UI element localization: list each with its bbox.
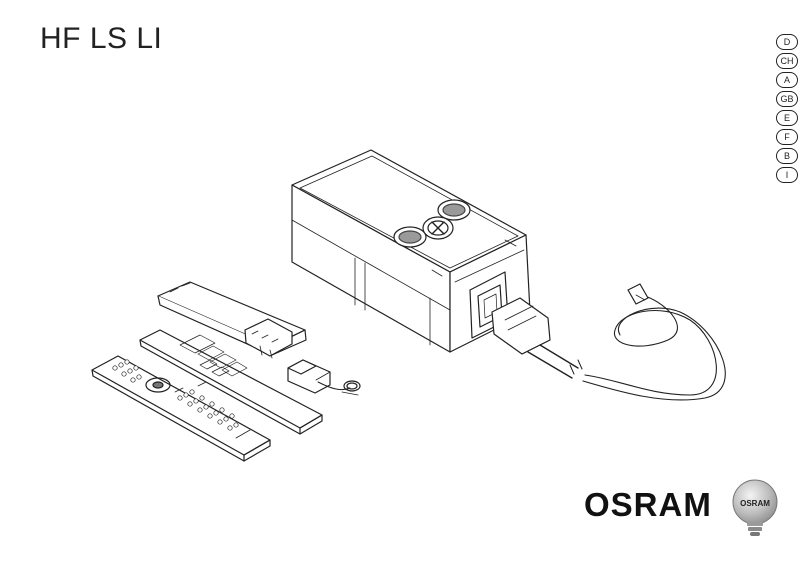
osram-logo-text: OSRAM — [584, 486, 712, 524]
small-sensor — [288, 360, 360, 395]
osram-bulb-logo: OSRAM — [730, 476, 780, 538]
bulb-logo-text: OSRAM — [740, 499, 770, 508]
wide-remote — [92, 356, 270, 461]
